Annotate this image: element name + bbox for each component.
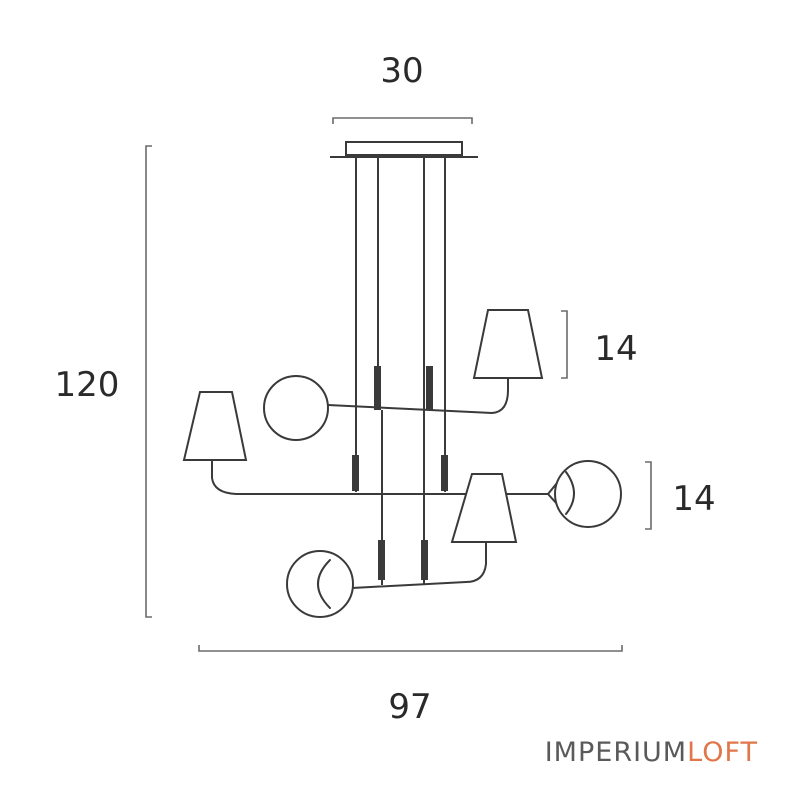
dimension-overall-width: 97 [198,645,623,727]
dimension-bracket-lower-tier [645,461,652,530]
rod-joint-right [426,366,433,410]
upper-arm [327,377,509,414]
upper-shade [472,309,544,379]
dimension-bracket-upper-tier [561,310,568,379]
lower-shade [450,473,518,543]
lower-tier [286,473,518,618]
dimension-bracket-width [198,645,623,652]
upper-tier [263,309,544,441]
rod-joint-low-left [378,540,385,580]
brand-watermark: IMPERIUMLOFT [545,737,758,768]
dimension-label-upper-tier: 14 [594,329,637,369]
dimension-top-width: 30 [332,51,473,124]
dimension-label-overall-width: 97 [388,687,431,727]
lower-arm [351,541,487,589]
dimension-label-lower-tier: 14 [672,479,715,519]
dimension-upper-tier: 14 [561,310,638,379]
rod-joint-low-right [421,540,428,580]
dimension-bracket-top [332,117,473,124]
dimension-label-top-width: 30 [380,51,423,91]
dimension-total-height: 120 [55,145,152,618]
dimension-lower-tier: 14 [645,461,716,530]
dimension-bracket-height [145,145,152,618]
canopy-plate [345,141,463,156]
rod-joint-mid-left [352,455,359,491]
rod-joint-mid-right [441,455,448,491]
globe-inner-arc [565,471,575,515]
middle-shade [182,391,248,461]
middle-globe [554,460,622,528]
dimension-label-total-height: 120 [55,365,120,405]
rod-joint-left [374,366,381,410]
brand-part-imperium: IMPERIUM [545,737,687,768]
brand-part-loft: LOFT [687,737,758,768]
middle-tier [182,391,622,528]
lower-globe-inner-arc [317,559,331,609]
middle-arm [211,459,549,495]
ceiling-canopy [330,141,478,158]
lower-globe [286,550,354,618]
upper-globe [263,375,329,441]
suspension-rods [352,157,448,585]
